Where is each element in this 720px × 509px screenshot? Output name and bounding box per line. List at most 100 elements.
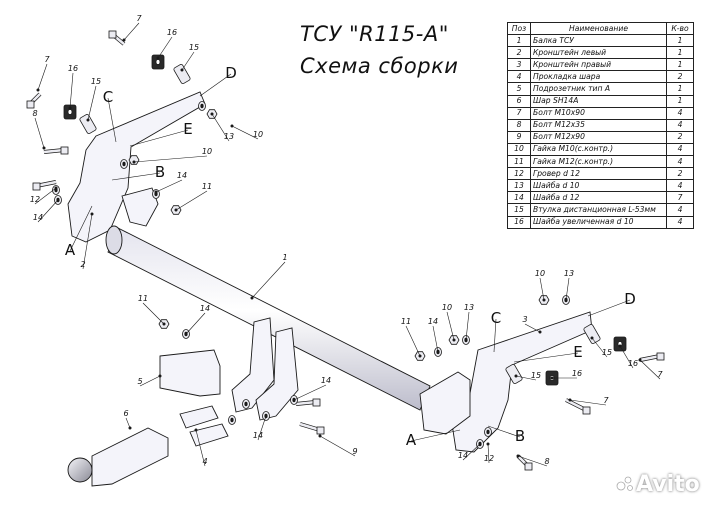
callout-leader bbox=[405, 325, 421, 357]
spacer-sleeve-part bbox=[583, 324, 601, 344]
callout-leader bbox=[139, 375, 161, 387]
table-cell: Шайба увеличенная d 10 bbox=[530, 215, 667, 229]
leader-dot bbox=[638, 358, 642, 362]
callout-leader bbox=[157, 36, 173, 59]
point-leader bbox=[587, 299, 631, 317]
leader-dot bbox=[436, 350, 440, 354]
leader-dot bbox=[174, 208, 178, 212]
point-leader bbox=[199, 73, 232, 97]
callout-leader bbox=[37, 199, 59, 223]
callout-leader bbox=[181, 51, 195, 71]
mount-point-label: B bbox=[155, 163, 165, 181]
mount-point-label: C bbox=[491, 309, 501, 327]
bolt-m10-left-head bbox=[108, 30, 117, 39]
table-cell: 4 bbox=[666, 215, 694, 229]
diagram-subtitle: Схема сборки bbox=[300, 54, 459, 78]
socket-plate-part bbox=[159, 349, 221, 397]
part-callout: 7 bbox=[44, 55, 50, 64]
callout-leader bbox=[446, 311, 455, 341]
mount-point-label: D bbox=[624, 290, 636, 308]
mount-point-label: E bbox=[183, 120, 192, 138]
part-callout: 16 bbox=[628, 359, 638, 368]
leader-dot bbox=[86, 118, 90, 122]
part-callout: 7 bbox=[657, 370, 663, 379]
point-leader bbox=[69, 205, 93, 252]
leader-dot bbox=[180, 68, 184, 72]
callout-leader bbox=[69, 72, 74, 109]
leader-dot bbox=[154, 190, 158, 194]
callout-leader bbox=[87, 85, 97, 121]
leader-dot bbox=[162, 322, 166, 326]
part-callout: 15 bbox=[91, 77, 101, 86]
part-callout: 5 bbox=[137, 377, 142, 386]
part-callout: 10 bbox=[202, 147, 212, 156]
callout-leader bbox=[515, 375, 537, 381]
leader-dot bbox=[452, 338, 456, 342]
mount-point-label: E bbox=[573, 343, 582, 361]
callout-leader bbox=[432, 325, 439, 353]
leader-dot bbox=[56, 198, 60, 202]
leader-dot bbox=[194, 428, 198, 432]
leader-dot bbox=[250, 296, 254, 300]
ball-spacer-part-2 bbox=[189, 423, 229, 447]
bolt-m10-left-b-head bbox=[26, 100, 35, 109]
washer-hole bbox=[200, 103, 204, 109]
table-cell: 4 bbox=[666, 203, 694, 217]
avito-logo-icon bbox=[616, 476, 633, 491]
part-callout: 7 bbox=[603, 396, 609, 405]
bolt-m12-center-b-head bbox=[316, 426, 325, 435]
washer-hole bbox=[122, 161, 126, 167]
part-callout: 10 bbox=[442, 303, 452, 312]
mount-point-label: D bbox=[225, 64, 237, 82]
callout-leader bbox=[565, 277, 570, 301]
leader-dot bbox=[564, 298, 568, 302]
leader-dot bbox=[54, 186, 58, 190]
part-callout: 11 bbox=[138, 294, 148, 303]
bolt-m12-left-b-head bbox=[32, 182, 41, 191]
spacer-sleeve-part bbox=[79, 114, 97, 134]
point-leader bbox=[410, 429, 461, 442]
part-callout: 14 bbox=[458, 451, 468, 460]
leader-dot bbox=[210, 112, 214, 116]
part-callout: 14 bbox=[428, 317, 438, 326]
large-washer-hole bbox=[155, 59, 161, 65]
leader-dot bbox=[292, 398, 296, 402]
callout-leader bbox=[524, 323, 541, 333]
callout-leader bbox=[123, 22, 140, 41]
leader-dot bbox=[464, 338, 468, 342]
callout-leader bbox=[465, 311, 470, 341]
leader-dot bbox=[550, 376, 554, 380]
leader-dot bbox=[418, 354, 422, 358]
callout-leader bbox=[142, 302, 165, 325]
callout-leader bbox=[195, 429, 206, 467]
callout-leader bbox=[34, 117, 45, 149]
callout-leader bbox=[37, 63, 48, 91]
callout-leader bbox=[619, 345, 634, 369]
point-leader bbox=[107, 97, 117, 143]
part-callout: 13 bbox=[224, 132, 234, 141]
leader-dot bbox=[568, 398, 572, 402]
leader-dot bbox=[156, 56, 160, 60]
leader-dot bbox=[618, 344, 622, 348]
part-callout: 8 bbox=[544, 457, 549, 466]
leader-dot bbox=[122, 38, 126, 42]
callout-leader bbox=[319, 435, 356, 457]
callout-leader bbox=[293, 384, 327, 401]
mount-point-label: A bbox=[65, 241, 76, 259]
part-callout: 16 bbox=[167, 28, 177, 37]
part-callout: 11 bbox=[202, 182, 212, 191]
leader-dot bbox=[478, 442, 482, 446]
part-callout: 14 bbox=[200, 304, 210, 313]
bolt-m12-center-head bbox=[312, 398, 321, 407]
part-callout: 13 bbox=[564, 269, 574, 278]
part-callout: 8 bbox=[32, 109, 37, 118]
point-leader bbox=[513, 352, 579, 363]
avito-watermark: Avito bbox=[636, 472, 700, 497]
callout-leader bbox=[462, 443, 481, 461]
